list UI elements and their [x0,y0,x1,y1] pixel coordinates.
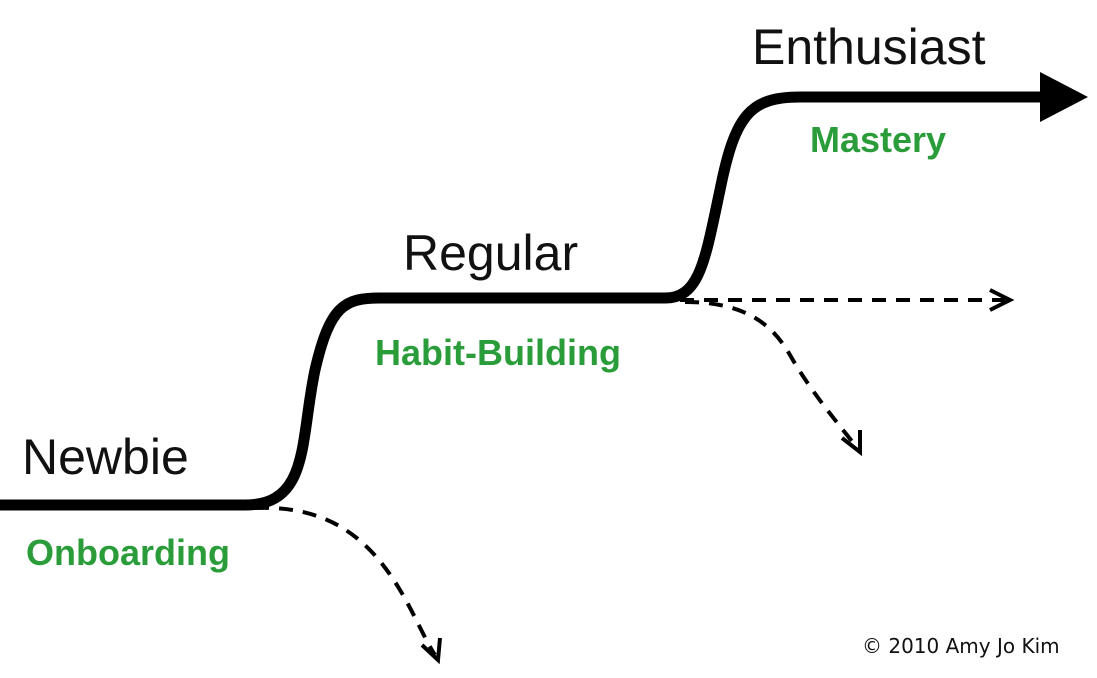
stage-label-regular: Regular [403,225,579,281]
regular-dropoff-arrow [684,300,857,447]
phase-label-mastery: Mastery [810,119,947,160]
phase-label-onboarding: Onboarding [26,532,230,573]
newbie-dropoff-arrow [254,505,437,657]
stage-label-newbie: Newbie [22,429,189,485]
stage-label-enthusiast: Enthusiast [752,19,986,75]
regular-continue-arrowhead-icon [989,288,1015,312]
copyright-notice: © 2010 Amy Jo Kim [862,634,1060,658]
regular-dropoff-arrowhead-icon [840,430,862,457]
phase-label-habit-building: Habit-Building [375,332,621,373]
newbie-dropoff-arrowhead-icon [420,637,442,665]
main-journey-path [0,91,1056,511]
main-arrowhead-icon [1040,72,1088,122]
